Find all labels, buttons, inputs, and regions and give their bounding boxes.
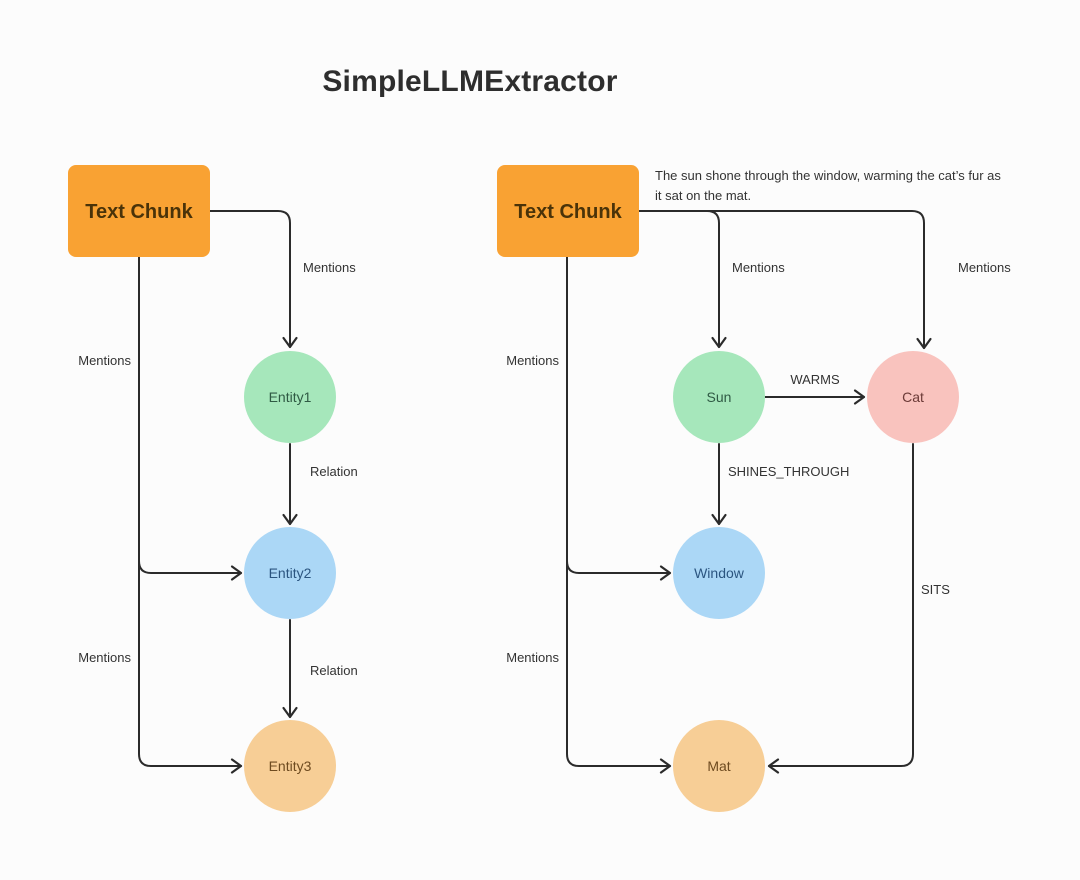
edge-textchunk-to-mat xyxy=(566,256,672,774)
edge-label-mentions-mat: Mentions xyxy=(506,650,559,665)
edge-label-mentions-sun: Mentions xyxy=(732,260,785,275)
edge-label-mentions-cat: Mentions xyxy=(958,260,1011,275)
left-edge-labels: Mentions Mentions Mentions Relation Rela… xyxy=(78,260,357,678)
caption-line-2: it sat on the mat. xyxy=(655,188,751,203)
right-edges xyxy=(566,210,932,774)
edge-label-relation-1: Relation xyxy=(310,464,358,479)
node-sun-label: Sun xyxy=(707,389,732,405)
node-window-circle xyxy=(673,527,765,619)
node-mat-label: Mat xyxy=(707,758,730,774)
node-entity1-label: Entity1 xyxy=(269,389,312,405)
edge-label-shines-through: SHINES_THROUGH xyxy=(728,464,849,479)
node-cat-circle xyxy=(867,351,959,443)
left-text-chunk-label: Text Chunk xyxy=(85,201,193,223)
diagram-title: SimpleLLMExtractor xyxy=(322,65,617,98)
edge-textchunk-to-entity3 xyxy=(138,256,243,774)
node-entity3-circle xyxy=(244,720,336,812)
node-mat-circle xyxy=(673,720,765,812)
edge-label-mentions-entity1: Mentions xyxy=(303,260,356,275)
node-cat-label: Cat xyxy=(902,389,924,405)
node-window-label: Window xyxy=(694,565,745,581)
left-text-chunk-box xyxy=(68,165,210,257)
node-entity1-circle xyxy=(244,351,336,443)
left-flow: Mentions Mentions Mentions Relation Rela… xyxy=(68,165,358,812)
node-entity3-label: Entity3 xyxy=(269,758,312,774)
node-entity2-label: Entity2 xyxy=(269,565,312,581)
right-flow: Mentions Mentions Mentions Mentions WARM… xyxy=(497,165,1011,812)
node-entity2-circle xyxy=(244,527,336,619)
edge-label-mentions-entity2: Mentions xyxy=(78,353,131,368)
right-text-chunk-box xyxy=(497,165,639,257)
edge-textchunk-to-entity1 xyxy=(209,210,298,349)
edge-label-sits: SITS xyxy=(921,582,950,597)
node-sun-circle xyxy=(673,351,765,443)
right-edge-labels: Mentions Mentions Mentions Mentions WARM… xyxy=(506,260,1011,665)
caption-line-1: The sun shone through the window, warmin… xyxy=(655,168,1001,183)
source-sentence-caption: The sun shone through the window, warmin… xyxy=(655,168,1001,203)
edge-cat-to-mat xyxy=(767,443,914,774)
left-edges xyxy=(138,210,298,774)
edge-label-mentions-window: Mentions xyxy=(506,353,559,368)
edge-label-relation-2: Relation xyxy=(310,663,358,678)
right-text-chunk-label: Text Chunk xyxy=(514,201,622,223)
edge-label-mentions-entity3: Mentions xyxy=(78,650,131,665)
edge-label-warms: WARMS xyxy=(790,372,840,387)
edge-textchunk-to-cat xyxy=(638,210,932,350)
